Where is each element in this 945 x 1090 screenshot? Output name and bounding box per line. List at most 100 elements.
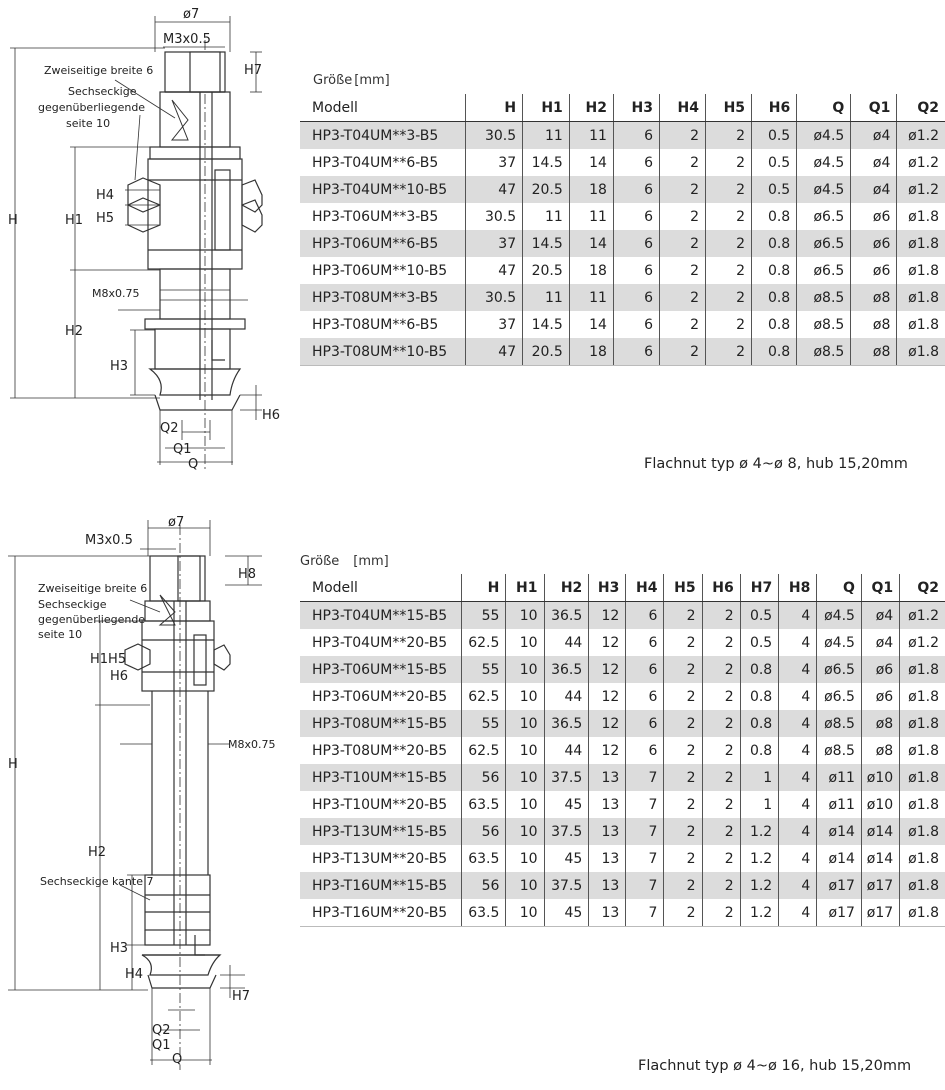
dim-m8: M8x0.75 [92,287,140,300]
value-cell: 2 [705,176,752,203]
value-cell: 44 [543,737,589,764]
value-cell: 0.5 [751,121,797,149]
value-cell: ø1.2 [899,629,945,656]
note-kante: Sechseckige kante 7 [40,875,153,888]
value-cell: 0.8 [751,284,797,311]
value-cell: ø1.2 [896,149,945,176]
value-cell: ø14 [860,845,900,872]
value-cell: 37.5 [543,872,589,899]
value-cell: 1 [739,791,779,818]
model-cell: HP3-T13UM**15-B5 [300,818,462,845]
value-cell: 13 [588,845,626,872]
model-cell: HP3-T13UM**20-B5 [312,850,448,867]
value-cell: 2 [701,656,741,683]
note-hex-4: seite 10 [66,117,110,130]
dim-h: H [8,213,18,228]
value-cell: ø6 [860,683,900,710]
value-cell: ø8 [850,338,897,366]
value-cell: 10 [505,710,545,737]
value-cell: 63.5 [461,845,506,872]
value-cell: ø17 [860,872,900,899]
value-cell: 10 [505,872,545,899]
dim-h8: H8 [238,567,256,582]
value-cell: 47 [465,176,523,203]
value-cell: 63.5 [461,791,506,818]
value-cell: 4 [778,710,817,737]
value-cell: 2 [663,629,703,656]
column-header: H6 [701,574,741,602]
value-cell: 36.5 [543,710,589,737]
value-cell: ø8 [860,710,900,737]
value-cell: 62.5 [461,737,506,764]
value-cell: ø6.5 [796,230,851,257]
value-cell: 11 [522,203,570,230]
value-cell: 7 [625,872,664,899]
column-header: H3 [612,94,660,122]
value-cell: 2 [701,683,741,710]
note-hex-3: gegenüberliegende [38,613,145,626]
value-cell: 30.5 [465,284,523,311]
value-cell: ø6.5 [796,203,851,230]
value-cell: 6 [625,601,664,629]
top-technical-drawing: ø7 M3x0.5 H7 Zweiseitige breite 6 Sechse… [8,7,280,472]
value-cell: ø4 [850,121,897,149]
value-cell: 2 [663,899,703,927]
value-cell: ø1.2 [899,601,945,629]
value-cell: 36.5 [543,656,589,683]
value-cell: 45 [543,899,589,927]
dim-h6: H6 [110,669,128,684]
value-cell: 6 [625,737,664,764]
value-cell: ø1.8 [896,257,945,284]
value-cell: ø8 [850,311,897,338]
value-cell: ø6.5 [816,683,862,710]
value-cell: 10 [505,845,545,872]
value-cell: ø1.8 [896,203,945,230]
model-cell: HP3-T04UM**6-B5 [312,154,439,171]
column-header: Q1 [850,94,897,122]
value-cell: 30.5 [465,121,523,149]
column-header: Q2 [896,94,945,122]
value-cell: 0.8 [751,230,797,257]
value-cell: 12 [588,683,626,710]
value-cell: 6 [625,710,664,737]
value-cell: 2 [658,121,706,149]
value-cell: 2 [701,764,741,791]
value-cell: 10 [505,656,545,683]
value-cell: ø4.5 [796,121,851,149]
value-cell: ø4.5 [816,629,862,656]
dim-q2: Q2 [160,421,179,436]
column-header: Q [796,94,851,122]
value-cell: 12 [588,710,626,737]
value-cell: 6 [612,257,660,284]
model-cell: HP3-T04UM**20-B5 [312,634,448,651]
value-cell: 6 [612,176,660,203]
dim-m3: M3x0.5 [163,32,211,47]
column-header: H [465,94,523,122]
top-note: Flachnut typ ø 4~ø 8, hub 15,20mm [644,456,908,472]
dim-h7: H7 [232,989,250,1004]
value-cell: 55 [461,710,506,737]
column-header: H [461,574,506,602]
value-cell: ø8.5 [796,338,851,366]
value-cell: 10 [505,737,545,764]
value-cell: 4 [778,899,817,927]
value-cell: 2 [663,818,703,845]
bottom-size-label: Größe[mm] [300,554,389,569]
value-cell: ø17 [860,899,900,927]
value-cell: 6 [612,230,660,257]
note-hex-1: Zweiseitige breite 6 [38,582,147,595]
value-cell: ø1.8 [899,899,945,927]
value-cell: 7 [625,845,664,872]
value-cell: 0.5 [751,176,797,203]
value-cell: 55 [461,656,506,683]
value-cell: ø8.5 [796,311,851,338]
value-cell: 45 [543,791,589,818]
value-cell: 13 [588,899,626,927]
value-cell: ø4 [860,601,900,629]
